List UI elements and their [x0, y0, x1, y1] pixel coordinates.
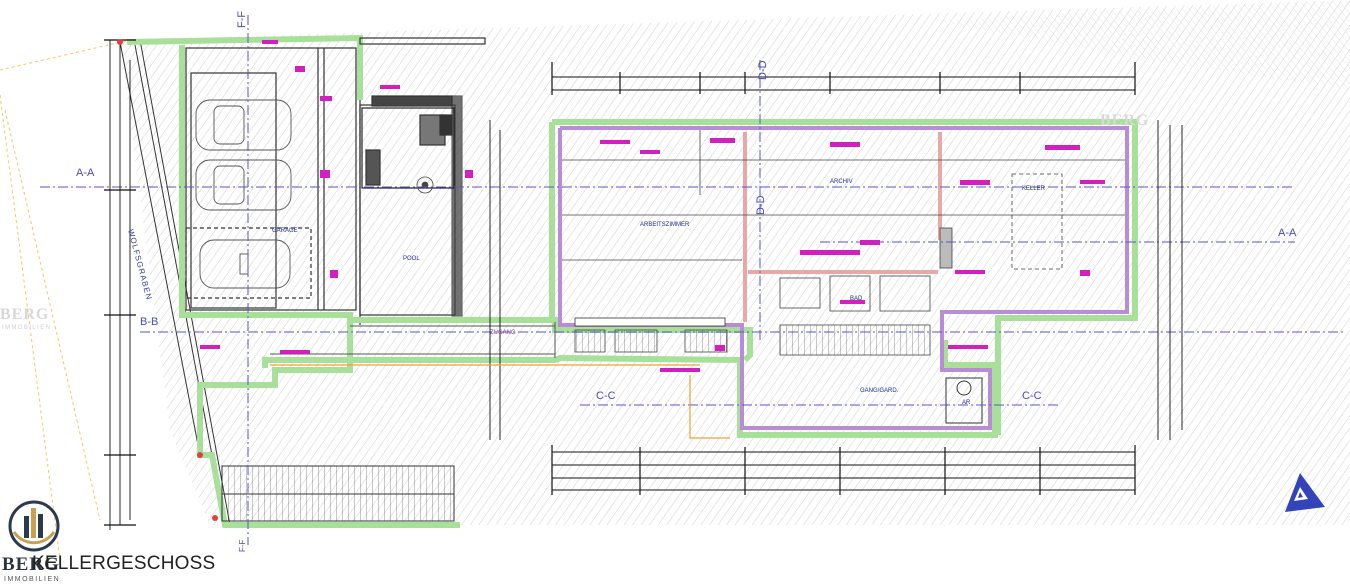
section-cc-right: C-C — [1022, 390, 1042, 402]
section-dd-top: D-D — [757, 60, 769, 80]
label-garage: GARAGE — [272, 228, 298, 234]
terrain-hatch — [120, 0, 1350, 525]
section-ff-bottom: F-F — [238, 539, 247, 552]
room-fine-lines — [416, 130, 1125, 356]
label-pool: POOL — [403, 256, 420, 262]
brand-sub: IMMOBILIEN — [4, 576, 61, 583]
outer-wall-right — [549, 119, 1138, 435]
section-aa-left: A-A — [76, 167, 95, 179]
lower-stairs — [221, 465, 455, 522]
ar-room — [945, 377, 983, 424]
pool-walls — [359, 37, 486, 317]
dimension-lines — [109, 40, 1183, 530]
brand-name: BERG — [2, 554, 60, 575]
berg-logo-icon — [8, 500, 60, 552]
corridor-inner — [270, 322, 556, 358]
label-bad: BAD — [850, 296, 863, 302]
section-aa-right: A-A — [1278, 227, 1297, 239]
dimension-ticks — [104, 39, 1136, 526]
label-zugang: ZUGANG — [490, 330, 516, 336]
section-cc-left: C-C — [596, 390, 616, 402]
label-arbeitszimmer: ARBEITSZIMMER — [640, 222, 690, 228]
section-dd-mid: D-D — [755, 195, 767, 215]
label-gang: GANG/GARD. — [860, 388, 899, 394]
service-lines — [270, 364, 730, 439]
label-keller: KELLER — [1022, 186, 1046, 192]
plan-title: KELLERGESCHOSS — [32, 553, 216, 574]
section-lines — [40, 15, 1345, 545]
section-bb: B-B — [140, 316, 158, 328]
parcel-boundary — [0, 39, 131, 561]
room-partitions — [743, 132, 942, 322]
watermark-sub-left: IMMOBILIEN — [2, 325, 52, 331]
section-labels: A-A A-A B-B C-C C-C D-D D-D F-F F-F — [76, 11, 1297, 552]
label-archiv: ARCHIV — [830, 179, 853, 185]
watermark-brand-left: BERG — [0, 306, 50, 323]
watermark-brand-right: BERG — [1100, 112, 1150, 129]
room-labels: GARAGE POOL ARBEITSZIMMER ARCHIV KELLER … — [272, 179, 1046, 406]
north-arrow-icon — [1285, 473, 1325, 512]
section-ff-top: F-F — [236, 11, 248, 28]
annotations — [200, 40, 1105, 372]
corner-markers — [117, 39, 218, 521]
label-ar: AR — [962, 400, 971, 406]
